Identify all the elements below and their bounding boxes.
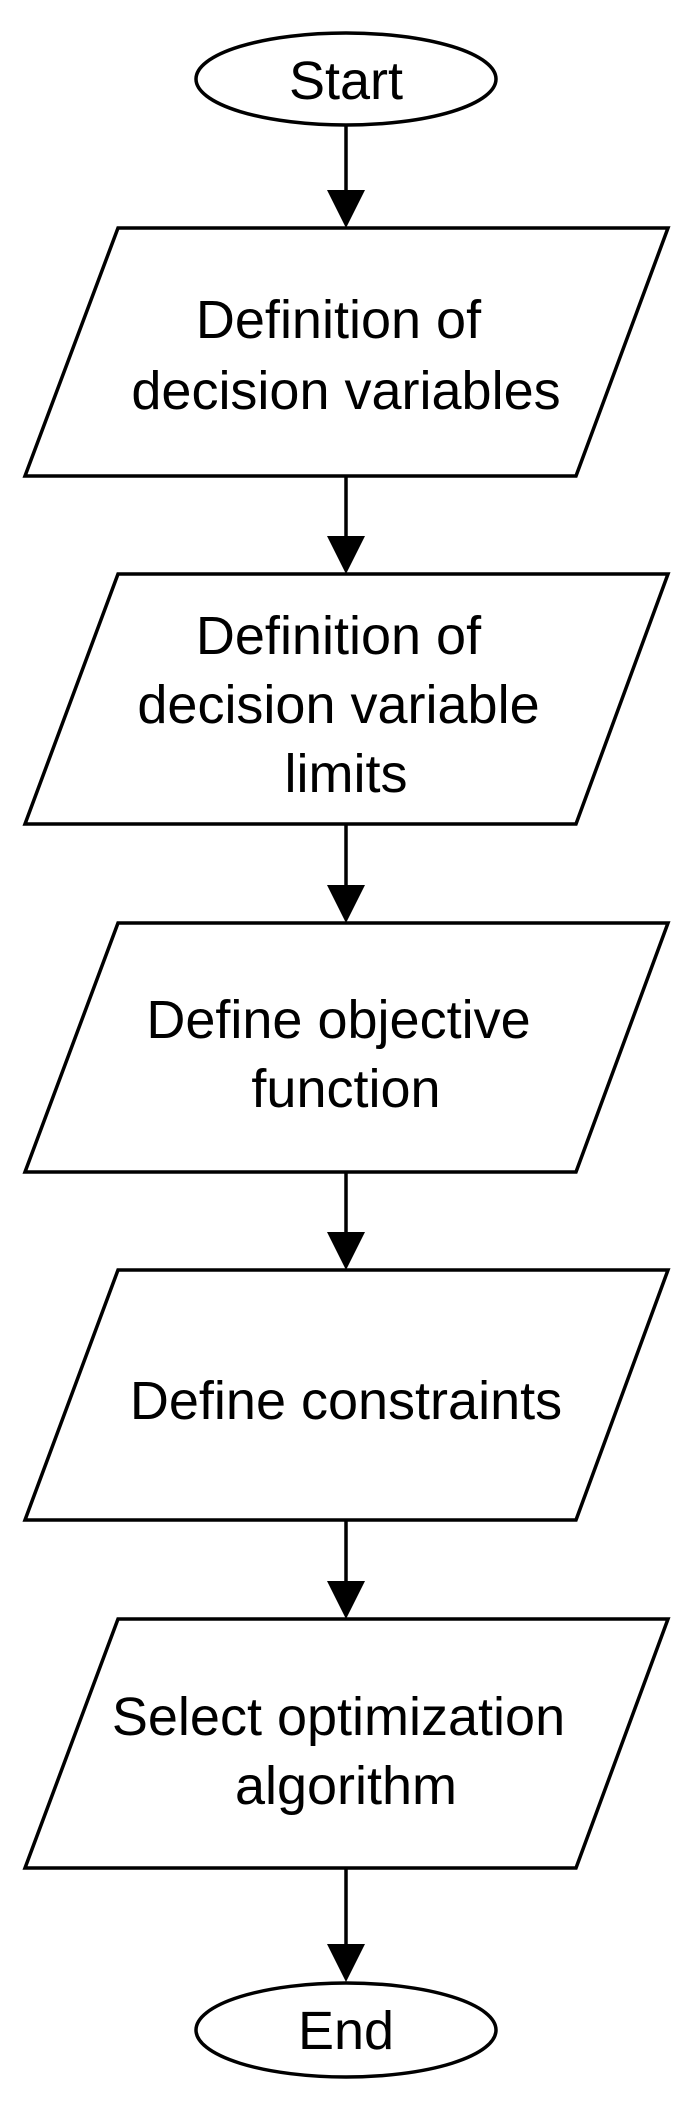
step-1-line-2: decision variables	[131, 361, 560, 421]
step-4-line-1: Define constraints	[130, 1371, 562, 1431]
step-2-line-2: decision variable	[137, 675, 539, 735]
svg-text:Select optimization algo: Select optimization algorithm	[112, 1687, 580, 1816]
start-label: Start	[289, 51, 403, 111]
arrow-step-1-to-step-2	[327, 476, 365, 574]
step-3-line-1: Define objective	[146, 990, 530, 1050]
svg-text:Define objective functio: Define objective function	[146, 990, 545, 1119]
step-select-optimization-algorithm: Select optimization algorithm	[22, 1617, 671, 1870]
step-definition-of-decision-variables: Definition of decision variables	[22, 226, 671, 478]
step-2-line-3: limits	[285, 744, 408, 804]
arrow-step-5-to-end	[327, 1868, 365, 1982]
step-define-constraints: Define constraints	[22, 1268, 671, 1522]
start-terminator: Start	[194, 31, 498, 127]
arrow-step-4-to-step-5	[327, 1520, 365, 1619]
svg-text:Definition of decision v: Definition of decision variable limits	[137, 606, 554, 804]
step-5-line-1: Select optimization	[112, 1687, 565, 1747]
step-3-line-2: function	[251, 1059, 440, 1119]
end-label: End	[298, 2001, 394, 2061]
svg-text:Definition of decision v: Definition of decision variables	[131, 290, 560, 421]
arrow-step-2-to-step-3	[327, 824, 365, 923]
step-1-line-1: Definition of	[196, 290, 482, 350]
step-5-line-2: algorithm	[235, 1756, 457, 1816]
arrow-step-3-to-step-4	[327, 1172, 365, 1270]
arrow-start-to-step-1	[327, 125, 365, 228]
end-terminator: End	[194, 1981, 498, 2079]
step-definition-of-decision-variable-limits: Definition of decision variable limits	[22, 572, 671, 826]
step-define-objective-function: Define objective function	[22, 921, 671, 1174]
step-2-line-1: Definition of	[196, 606, 482, 666]
